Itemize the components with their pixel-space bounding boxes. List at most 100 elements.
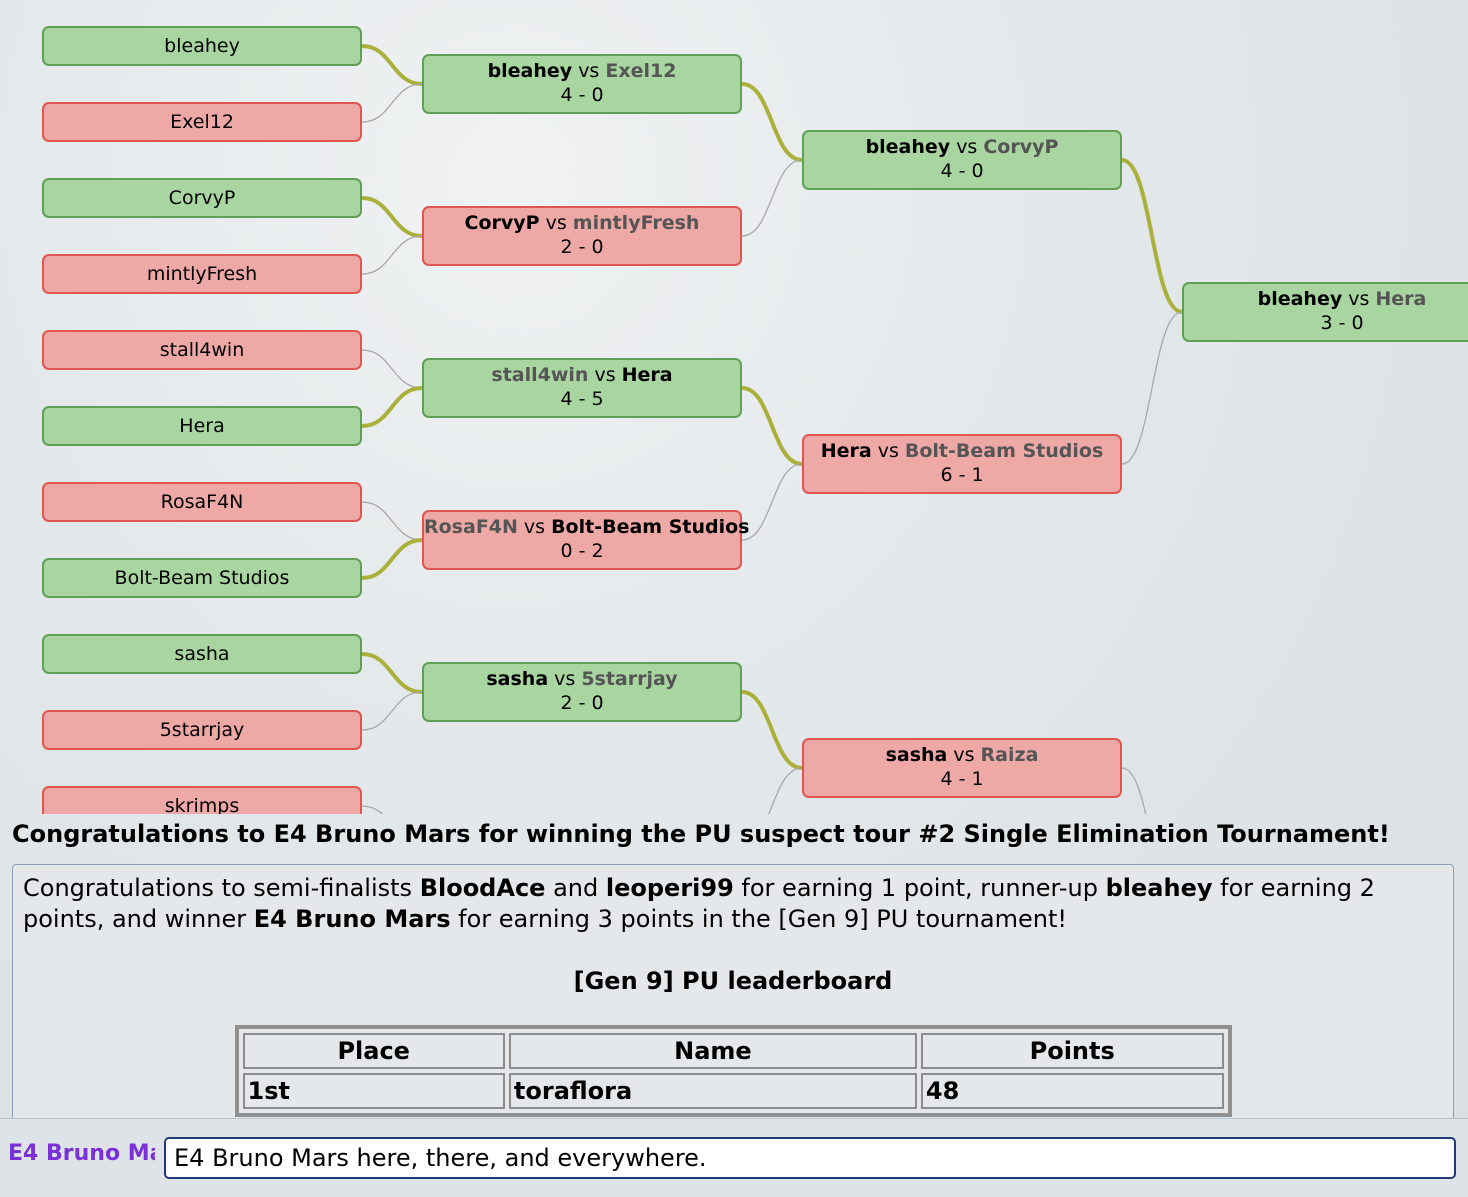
vs-label: vs (594, 364, 616, 386)
vs-label: vs (877, 440, 899, 462)
row-name: toraflora (508, 1073, 917, 1109)
bracket-connector (361, 349, 423, 389)
chat-log: Congratulations to E4 Bruno Mars for win… (0, 814, 1468, 1118)
bracket-player[interactable]: stall4win (42, 330, 362, 370)
column-place: Place (242, 1033, 505, 1069)
match-score: 2 - 0 (560, 692, 604, 714)
vs-label: vs (956, 136, 978, 158)
bracket-connector (361, 652, 423, 694)
match-score: 4 - 0 (940, 160, 984, 182)
match-player-1: sasha (486, 668, 549, 690)
vs-label: vs (545, 212, 567, 234)
bracket-connector (1121, 767, 1147, 814)
chat-message-input[interactable] (164, 1137, 1456, 1179)
bracket-player[interactable]: Bolt-Beam Studios (42, 558, 362, 598)
match-player-2: mintlyFresh (572, 212, 700, 234)
tournament-winner: E4 Bruno Mars (253, 905, 451, 933)
bracket-player[interactable]: sasha (42, 634, 362, 674)
match-score: 4 - 5 (560, 388, 604, 410)
match-player-2: Bolt-Beam Studios (904, 440, 1104, 462)
bracket-player[interactable]: bleahey (42, 26, 362, 66)
match-score: 4 - 1 (940, 768, 984, 790)
match-score: 4 - 0 (560, 84, 604, 106)
match-score: 2 - 0 (560, 236, 604, 258)
column-name: Name (508, 1033, 917, 1069)
winner-announcement: Congratulations to E4 Bruno Mars for win… (12, 820, 1390, 848)
bracket-connector (741, 82, 803, 162)
bracket-player[interactable]: 5starrjay (42, 710, 362, 750)
bracket-player[interactable]: CorvyP (42, 178, 362, 218)
bracket-connector (361, 501, 423, 541)
vs-label: vs (578, 60, 600, 82)
bracket-connector (361, 386, 423, 428)
match-player-1: bleahey (865, 136, 951, 158)
chat-username[interactable]: E4 Bruno Mars (8, 1141, 155, 1166)
match-player-1: bleahey (487, 60, 573, 82)
match-player-2: Raiza (980, 744, 1039, 766)
leaderboard-table: Place Name Points 1st toraflora 48 (234, 1025, 1232, 1117)
vs-label: vs (554, 668, 576, 690)
bracket-connector (1121, 311, 1183, 465)
bracket-connector (741, 690, 803, 770)
points-summary: Congratulations to semi-finalists BloodA… (23, 874, 1375, 933)
match-score: 3 - 0 (1320, 312, 1364, 334)
bracket-connector (741, 463, 803, 541)
bracket-connector (361, 83, 423, 123)
points-panel: Congratulations to semi-finalists BloodA… (12, 864, 1454, 1118)
bracket-player[interactable]: skrimps (42, 786, 362, 814)
match-player-1: stall4win (491, 364, 589, 386)
match-player-2: Hera (621, 364, 673, 386)
bracket-connector (741, 386, 803, 466)
match-player-2: Hera (1375, 288, 1427, 310)
match-player-1: CorvyP (464, 212, 540, 234)
column-points: Points (920, 1033, 1224, 1069)
bracket-connector (768, 767, 803, 814)
bracket-player[interactable]: Hera (42, 406, 362, 446)
semi-finalist-2: leoperi99 (605, 874, 734, 902)
bracket-connector (361, 196, 423, 238)
semi-finalist-1: BloodAce (419, 874, 546, 902)
vs-label: vs (523, 516, 546, 538)
runner-up: bleahey (1105, 874, 1213, 902)
match-player-1: RosaF4N (424, 516, 518, 538)
leaderboard-header: Place Name Points (242, 1033, 1224, 1069)
vs-label: vs (1348, 288, 1370, 310)
match-player-1: Hera (820, 440, 872, 462)
bracket-connector (741, 159, 803, 237)
match-player-2: 5starrjay (581, 668, 678, 690)
match-player-1: sasha (885, 744, 948, 766)
match-score: 6 - 1 (940, 464, 984, 486)
bracket-connector (361, 538, 423, 580)
leaderboard-title: [Gen 9] PU leaderboard (573, 967, 893, 995)
chat-compose-bar: E4 Bruno Mars (0, 1118, 1468, 1197)
bracket-player[interactable]: RosaF4N (42, 482, 362, 522)
match-player-2: CorvyP (983, 136, 1059, 158)
bracket-player[interactable]: Exel12 (42, 102, 362, 142)
bracket-player[interactable]: mintlyFresh (42, 254, 362, 294)
row-place: 1st (242, 1073, 505, 1109)
match-player-2: Bolt-Beam Studios (551, 516, 750, 538)
row-points: 48 (920, 1073, 1224, 1109)
vs-label: vs (953, 744, 975, 766)
bracket-connector (361, 44, 423, 86)
match-score: 0 - 2 (560, 540, 604, 562)
match-player-1: bleahey (1257, 288, 1343, 310)
table-row: 1st toraflora 48 (242, 1073, 1224, 1109)
